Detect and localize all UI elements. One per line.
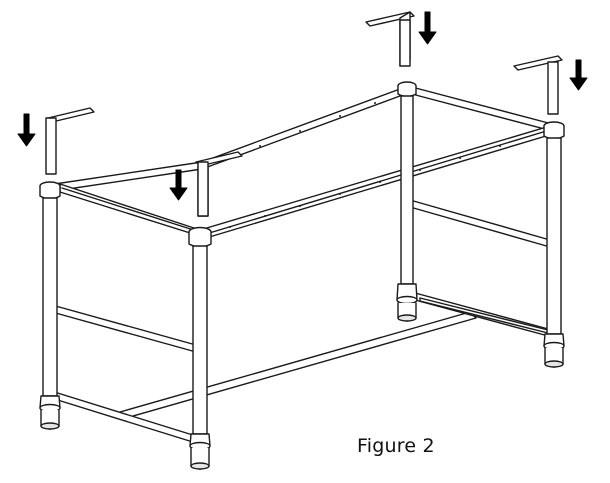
leg-front-left [39, 181, 61, 430]
leg-back-right [396, 81, 418, 322]
bracket-back-right [365, 11, 415, 67]
mid-bars [51, 199, 551, 353]
mid-bar-right [409, 199, 551, 248]
arrows [17, 11, 588, 201]
figure-caption: Figure 2 [357, 435, 435, 457]
bracket-front-right [513, 55, 563, 115]
rail-bolts [229, 102, 501, 228]
arrow-back-left [169, 169, 188, 201]
arrow-front-right [569, 59, 588, 91]
bracket-front-left [45, 107, 95, 175]
top-rail-right [407, 85, 557, 133]
arrow-front-left [17, 113, 36, 147]
top-frame [47, 85, 557, 239]
leg-front-right [543, 121, 565, 368]
bottom-rail-back [119, 311, 477, 419]
bottom-frame [47, 289, 553, 444]
arrow-back-right [418, 11, 437, 45]
leg-front-middle [188, 226, 212, 470]
mid-bar-left [51, 304, 197, 353]
bracket-back-left [195, 151, 243, 217]
